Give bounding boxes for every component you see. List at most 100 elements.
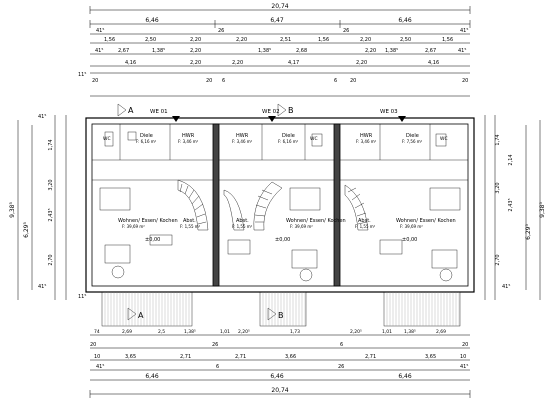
top-row6-dim: 4,16 [125, 60, 136, 66]
section-label-a-top: A [128, 106, 134, 115]
bottom-total-dimension: 20,74 [271, 387, 288, 394]
top-row7-dim: 6 [222, 78, 225, 84]
section-marker-icon [117, 103, 127, 117]
room-name: HWR [182, 133, 195, 139]
room-area: F: 3,46 m² [356, 139, 377, 144]
bottom-row1-dim: 2,69 [436, 329, 446, 335]
room-name: Diele [406, 133, 419, 139]
unit-2-labels: WE 02 HWR F: 3,46 m² Diele F: 6,16 m² WC… [232, 109, 346, 243]
room-name: Abst. [183, 218, 196, 224]
stair-unit1 [177, 179, 209, 231]
bottom-row3-dim: 3,65 [125, 354, 136, 360]
top-row5-dim: 2,67 [425, 48, 436, 54]
left-segment-dim: 11⁵ [78, 294, 86, 300]
top-row4-dim: 1,56 [442, 37, 453, 43]
top-row5-dim: 41⁵ [458, 48, 466, 54]
top-row5-dim: 2,67 [118, 48, 129, 54]
top-unit2-width: 6,47 [270, 17, 284, 24]
bottom-row1-dim: 2,69 [122, 329, 132, 335]
left-outer-dimension: 9,38⁵ [9, 202, 16, 218]
right-dimensions: 9,38⁵ 6,29⁵ 1,74 3,20 2,14 2,43⁵ 2,70 41… [484, 115, 546, 300]
room-name: Diele [140, 133, 153, 139]
top-row7-dim: 20 [206, 78, 212, 84]
top-row6-dim: 2,20 [356, 60, 367, 66]
left-segment-dim: 2,43⁵ [48, 208, 54, 221]
room-area: F: 6,16 m² [278, 139, 299, 144]
top-row6-dim: 4,16 [428, 60, 439, 66]
top-row5-dim: 1,38⁵ [152, 48, 165, 54]
left-segment-dim: 41⁵ [38, 114, 46, 120]
top-row5-dim: 41⁵ [95, 48, 103, 54]
stair-unit2 [223, 181, 283, 231]
floor-level: ±0,00 [402, 237, 417, 243]
top-row4-dim: 2,50 [400, 37, 411, 43]
bottom-row2-dim: 6 [340, 342, 343, 348]
floor-level: ±0,00 [145, 237, 160, 243]
top-row5-dim: 2,68 [296, 48, 307, 54]
left-inner-dimension: 6,29⁵ [23, 222, 30, 238]
entrance-arrow-icon [268, 116, 276, 122]
top-row5-dim: 1,38⁵ [258, 48, 271, 54]
top-row4-dim: 2,50 [145, 37, 156, 43]
top-unit1-width: 6,46 [145, 17, 159, 24]
bottom-unit3-width: 6,46 [398, 373, 412, 380]
top-row4-dim: 2,20 [190, 37, 201, 43]
bottom-dimensions: 74 2,69 2,5 1,38⁵ 1,01 2,20⁵ 1,73 2,20⁵ … [89, 329, 471, 398]
room-area: F: 1,55 m² [355, 224, 376, 229]
bottom-row4-dim: 26 [338, 364, 344, 370]
top-row5-dim: 1,38⁵ [385, 48, 398, 54]
left-dimensions: 9,38⁵ 6,29⁵ 1,74 3,20 2,43⁵ 2,70 41⁵ 41⁵… [9, 114, 86, 300]
top-total-dimension: 20,74 [271, 3, 288, 10]
room-area: F: 39,69 m² [400, 224, 423, 229]
terraces [101, 291, 461, 327]
entrance-arrow-icon [172, 116, 180, 122]
bottom-row2-dim: 20 [462, 342, 468, 348]
room-name: HWR [236, 133, 249, 139]
bottom-unit1-width: 6,46 [145, 373, 159, 380]
bottom-row1-dim: 2,20⁵ [350, 329, 362, 335]
room-name: Wohnen/ Essen/ Kochen [118, 218, 178, 224]
top-row3-dim: 26 [218, 28, 224, 34]
bottom-row1-dim: 1,38⁵ [184, 329, 196, 335]
right-segment-dim: 1,74 [495, 134, 501, 145]
top-row4-dim: 2,20 [360, 37, 371, 43]
staircases [177, 179, 369, 231]
unit-1-labels: WE 01 Diele F: 6,16 m² HWR F: 3,46 m² WC… [103, 109, 201, 243]
bottom-unit2-width: 6,46 [270, 373, 284, 380]
right-segment-dim: 2,14 [508, 154, 514, 165]
unit-id: WE 02 [262, 109, 280, 115]
top-row7-dim: 20 [92, 78, 98, 84]
top-row7-dim: 6 [334, 78, 337, 84]
top-row7-dim: 20 [462, 78, 468, 84]
section-label-b-top: B [288, 106, 294, 115]
room-name: WC [310, 136, 318, 142]
bottom-row2-dim: 26 [212, 342, 218, 348]
right-segment-dim: 2,43⁵ [508, 198, 514, 211]
top-row4-dim: 2,20 [236, 37, 247, 43]
bottom-row1-dim: 1,01 [220, 329, 230, 335]
room-area: F: 1,55 m² [180, 224, 201, 229]
right-segment-dim: 2,70 [495, 254, 501, 265]
bottom-row3-dim: 10 [94, 354, 100, 360]
room-name: HWR [360, 133, 373, 139]
left-segment-dim: 2,70 [48, 254, 54, 265]
furniture [99, 131, 461, 282]
bottom-row1-dim: 1,38⁵ [404, 329, 416, 335]
room-area: F: 7,56 m² [402, 139, 423, 144]
bottom-row3-dim: 2,71 [365, 354, 376, 360]
right-segment-dim: 41⁵ [502, 284, 510, 290]
stair-unit3 [344, 184, 369, 231]
unit-id: WE 03 [380, 109, 398, 115]
bottom-row4-dim: 6 [216, 364, 219, 370]
top-row3-dim: 26 [343, 28, 349, 34]
unit-id: WE 01 [150, 109, 168, 115]
entrance-arrow-icon [398, 116, 406, 122]
bottom-row3-dim: 10 [460, 354, 466, 360]
section-label-b-bottom: B [278, 311, 284, 320]
top-unit3-width: 6,46 [398, 17, 412, 24]
section-marker-icon [277, 103, 287, 117]
bottom-row1-dim: 74 [94, 329, 100, 335]
top-row6-dim: 4,17 [288, 60, 299, 66]
room-name: Abst. [236, 218, 249, 224]
right-outer-dimension: 9,38⁵ [539, 202, 546, 218]
